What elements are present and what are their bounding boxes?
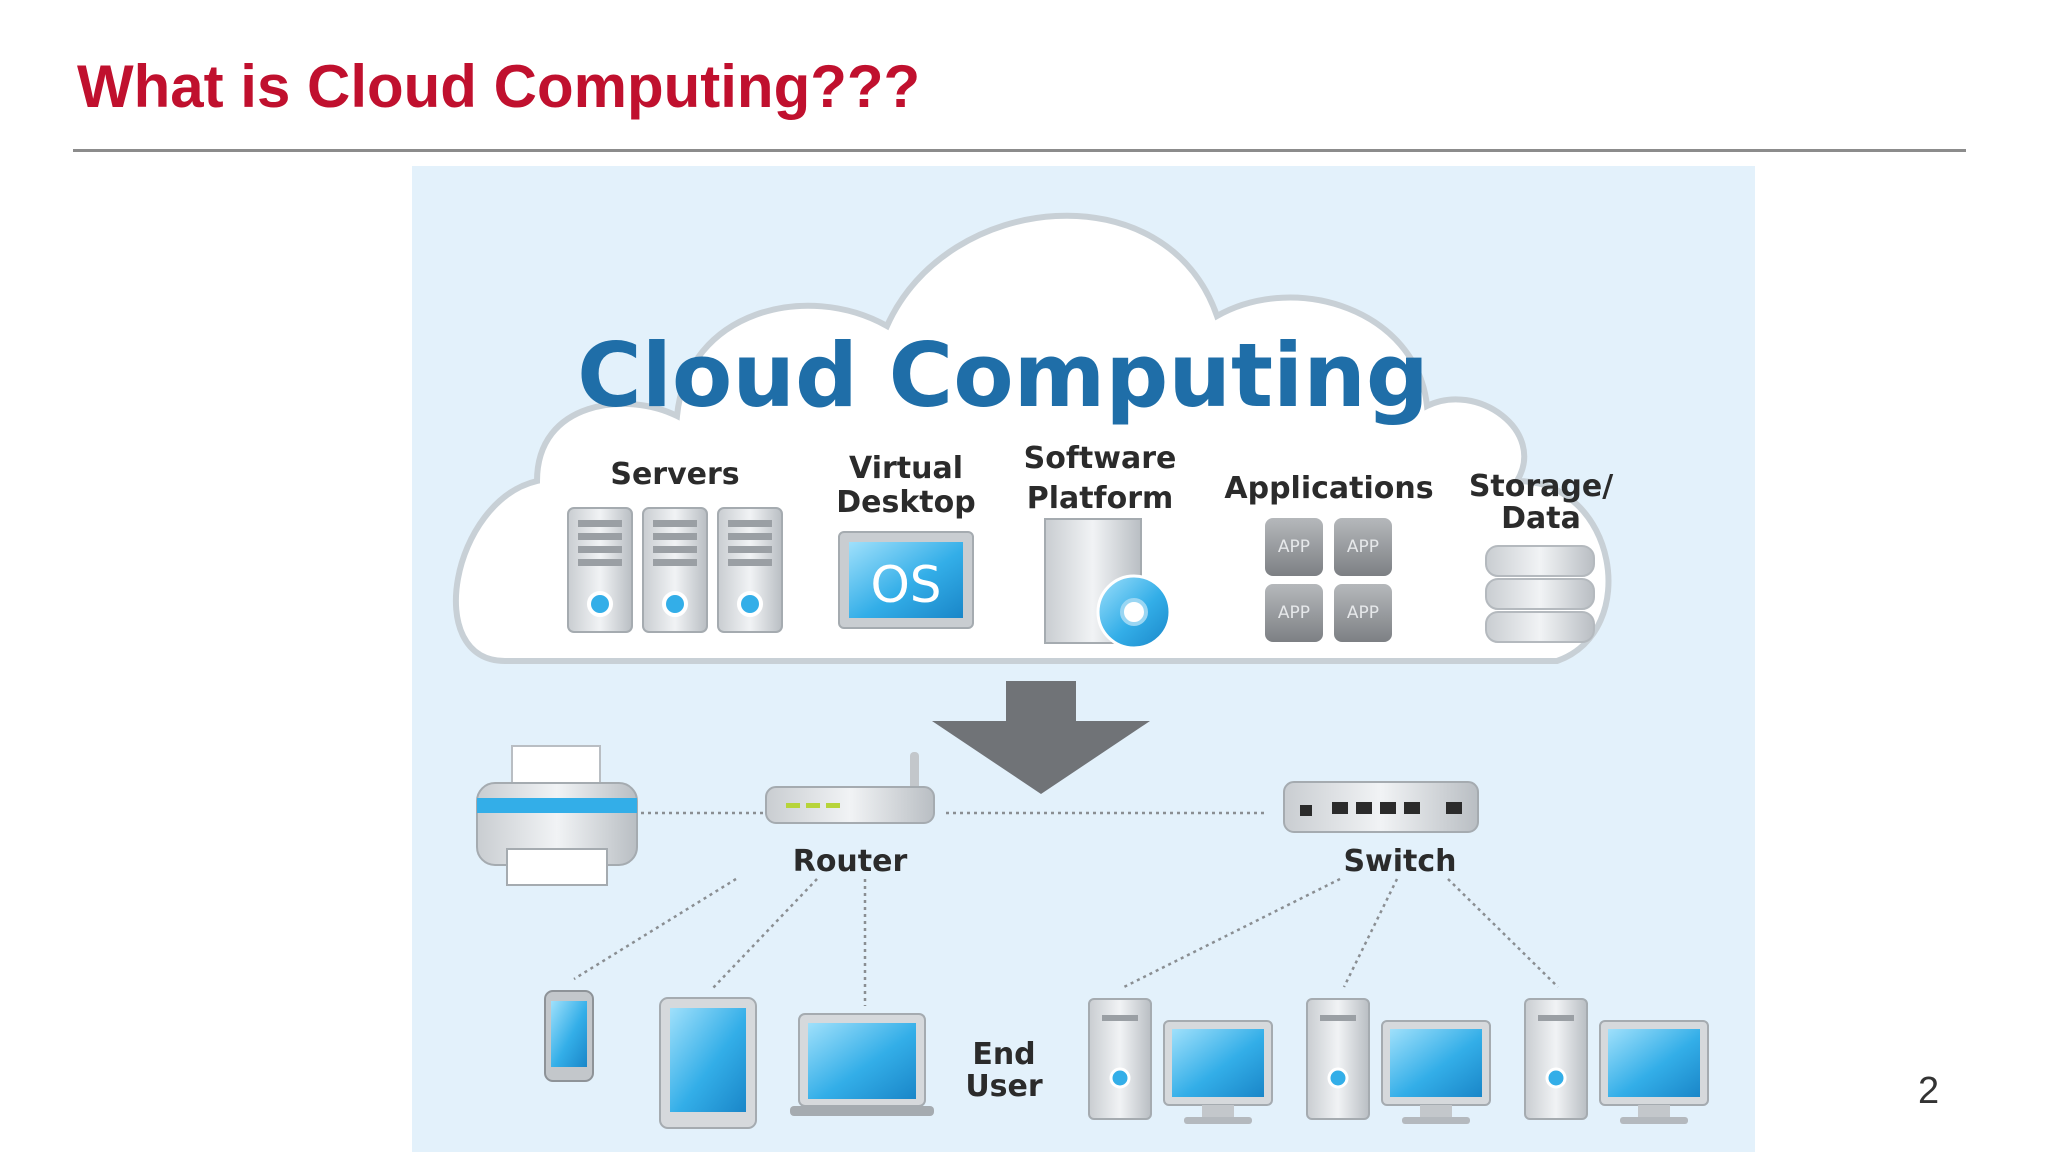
down-arrow-icon bbox=[932, 681, 1150, 794]
end-user-label-line2: User bbox=[965, 1069, 1043, 1104]
desktop-workstation-icon bbox=[1088, 998, 1273, 1124]
router-label: Router bbox=[793, 844, 908, 879]
applications-label: Applications bbox=[1224, 471, 1433, 506]
virtual-desktop-label-line1: Virtual bbox=[849, 451, 963, 486]
app-tile-label: APP bbox=[1278, 603, 1310, 623]
laptop-icon bbox=[790, 1013, 934, 1116]
storage-label-line2: Data bbox=[1501, 501, 1581, 536]
cd-disc-icon bbox=[1096, 574, 1172, 650]
end-user-label-line1: End bbox=[972, 1037, 1035, 1072]
tablet-icon bbox=[659, 997, 757, 1129]
servers-label: Servers bbox=[610, 457, 739, 492]
servers-icon bbox=[567, 507, 783, 633]
cloud-title: Cloud Computing bbox=[577, 324, 1429, 427]
app-tile-label: APP bbox=[1347, 603, 1379, 623]
software-platform-label-line1: Software bbox=[1024, 441, 1177, 476]
network-connection-lines bbox=[573, 811, 1559, 1006]
virtual-desktop-icon bbox=[838, 531, 974, 629]
switch-label: Switch bbox=[1343, 844, 1456, 879]
router-icon bbox=[765, 752, 935, 824]
database-icon bbox=[1485, 545, 1595, 643]
software-platform-label-line2: Platform bbox=[1027, 481, 1174, 516]
smartphone-icon bbox=[544, 990, 594, 1082]
slide-title: What is Cloud Computing??? bbox=[77, 53, 921, 120]
app-tile-label: APP bbox=[1278, 537, 1310, 557]
virtual-desktop-label-line2: Desktop bbox=[836, 485, 975, 520]
desktop-workstation-icon bbox=[1524, 998, 1709, 1124]
storage-label-line1: Storage/ bbox=[1469, 469, 1613, 504]
printer-icon bbox=[476, 745, 638, 886]
cloud-computing-diagram: Cloud Computing Servers Virtual Desktop … bbox=[412, 166, 1755, 1152]
switch-icon bbox=[1283, 781, 1479, 833]
title-divider bbox=[73, 149, 1966, 152]
page-number: 2 bbox=[1918, 1070, 1940, 1112]
os-screen-text: OS bbox=[870, 556, 941, 614]
app-tile-label: APP bbox=[1347, 537, 1379, 557]
desktop-workstation-icon bbox=[1306, 998, 1491, 1124]
app-grid-icon bbox=[1265, 518, 1392, 642]
